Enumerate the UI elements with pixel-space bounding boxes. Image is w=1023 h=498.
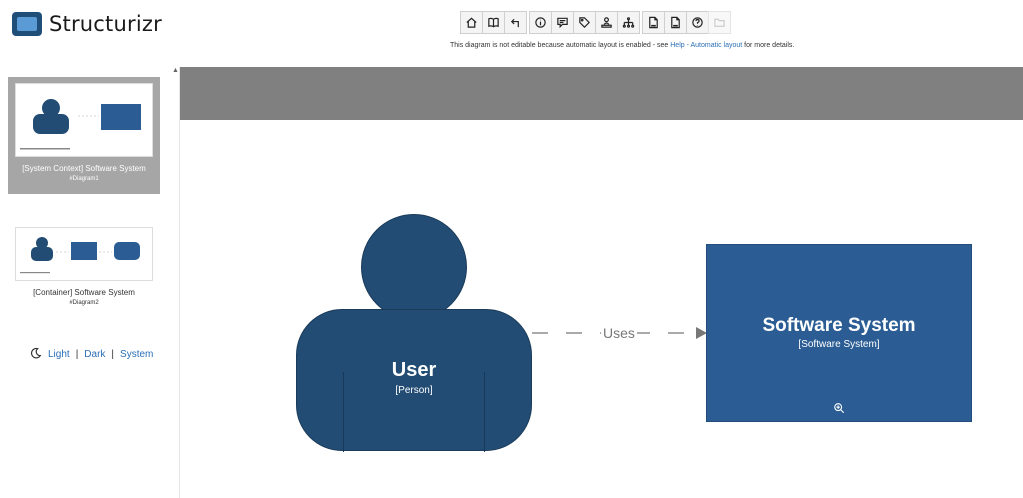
info-button[interactable] <box>529 11 552 34</box>
auto-layout-notice: This diagram is not editable because aut… <box>450 42 794 49</box>
home-icon <box>466 17 477 28</box>
book-icon <box>488 17 499 28</box>
help-icon <box>692 17 703 28</box>
comments-button[interactable] <box>551 11 574 34</box>
app-name: Structurizr <box>49 12 162 36</box>
toolbar-group-navigation <box>460 11 527 34</box>
system-type: [Software System] <box>798 339 880 350</box>
diagram-card-title: [Container] Software System <box>33 288 135 297</box>
container-thumbnail-drawing <box>20 237 140 274</box>
home-button[interactable] <box>460 11 483 34</box>
person-body-line <box>343 372 344 452</box>
notice-prefix: This diagram is not editable because aut… <box>450 42 671 49</box>
automatic-layout-help-link[interactable]: Help - Automatic layout <box>670 42 743 49</box>
relationship-label: Uses <box>601 325 637 341</box>
diagram-card-key: #Diagram1 <box>69 176 99 182</box>
system-context-thumbnail-drawing <box>20 99 141 150</box>
notice-suffix: for more details. <box>742 42 795 49</box>
theme-light-link[interactable]: Light <box>48 349 70 360</box>
person-type: [Person] <box>395 385 433 396</box>
export-png-button[interactable] <box>642 11 665 34</box>
scroll-up-arrow-icon[interactable]: ▲ <box>172 67 179 74</box>
diagram-card-key: #Diagram2 <box>69 300 99 306</box>
info-icon <box>535 17 546 28</box>
app-logo[interactable]: Structurizr <box>12 12 162 36</box>
theme-separator: | <box>75 349 79 360</box>
hierarchy-icon <box>622 17 635 28</box>
diagram-thumbnail <box>15 83 153 157</box>
diagram-thumbnail <box>15 227 153 281</box>
png-export-icon <box>649 16 658 29</box>
structurizr-logo-icon <box>12 12 42 36</box>
tag-icon <box>579 17 590 28</box>
system-name: Software System <box>762 315 916 336</box>
folder-icon <box>714 18 725 27</box>
documentation-button[interactable] <box>482 11 505 34</box>
theme-switcher: Light | Dark | System <box>30 347 153 362</box>
zoom-in-icon[interactable] <box>833 401 845 419</box>
user-person-head[interactable] <box>361 214 467 320</box>
toolbar-group-view <box>529 11 640 34</box>
key-button[interactable] <box>595 11 618 34</box>
theme-separator: | <box>111 349 115 360</box>
layout-button[interactable] <box>617 11 640 34</box>
open-folder-button[interactable] <box>708 11 731 34</box>
diagram-canvas[interactable]: User [Person] Uses Software System [Soft… <box>180 67 1023 498</box>
diagram-sidebar[interactable]: ▲ [System Context] Software System #Diag… <box>0 67 180 498</box>
person-body-line <box>484 372 485 452</box>
theme-dark-link[interactable]: Dark <box>84 349 106 360</box>
user-person-element[interactable] <box>296 309 532 451</box>
help-button[interactable] <box>686 11 709 34</box>
person-name: User <box>391 359 437 381</box>
person-stamp-icon <box>601 17 612 28</box>
diagram-card-title: [System Context] Software System <box>22 164 146 173</box>
moon-icon <box>30 347 42 362</box>
toolbar-group-export <box>642 11 731 34</box>
software-system-element[interactable]: Software System [Software System] <box>706 244 972 422</box>
theme-system-link[interactable]: System <box>120 349 154 360</box>
diagram-banner <box>180 67 1023 120</box>
undo-icon <box>510 18 519 28</box>
export-svg-button[interactable] <box>664 11 687 34</box>
back-button[interactable] <box>504 11 527 34</box>
diagram-card-system-context[interactable]: [System Context] Software System #Diagra… <box>8 77 160 194</box>
tags-button[interactable] <box>573 11 596 34</box>
comment-icon <box>557 17 568 29</box>
toolbar <box>460 11 734 34</box>
svg-export-icon <box>671 16 680 29</box>
diagram-card-container[interactable]: [Container] Software System #Diagram2 <box>8 225 160 313</box>
